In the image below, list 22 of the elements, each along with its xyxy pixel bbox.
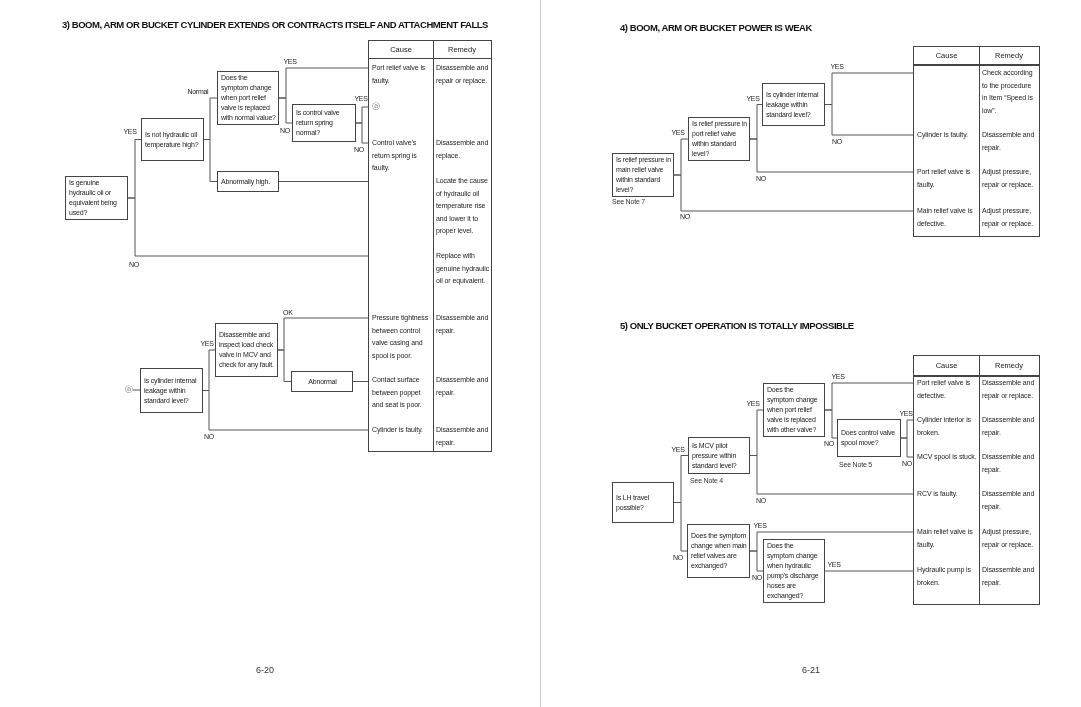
connector-line: [132, 389, 141, 391]
cause-remedy-table: [368, 40, 492, 452]
connector-line: [127, 197, 370, 257]
cause-remedy-table: [913, 355, 1040, 605]
connector-line: [824, 570, 915, 572]
connector-line: [277, 349, 292, 382]
connector-line: [900, 437, 915, 458]
section-title: 3) BOOM, ARM OR BUCKET CYLINDER EXTENDS OR CONTRACTS ITSELF AND ATTACHMENT FALLS: [62, 19, 488, 30]
connector-line: [749, 550, 764, 572]
page-number: 6-21: [802, 665, 820, 675]
cause-remedy-table: [913, 46, 1040, 237]
connector-line: [278, 97, 293, 124]
section-title: 4) BOOM, ARM OR BUCKET POWER IS WEAK: [620, 22, 812, 33]
connector-line: [824, 409, 838, 439]
connector-line: [278, 181, 370, 182]
connector-line: [352, 381, 370, 382]
connector-line: [355, 122, 370, 144]
connector-line: [673, 174, 915, 212]
reference-mark: ⓐ: [125, 385, 133, 395]
page-number: 6-20: [256, 665, 274, 675]
connector-line: [749, 138, 915, 173]
section-title: 5) ONLY BUCKET OPERATION IS TOTALLY IMPOSSIBLE: [620, 320, 854, 331]
